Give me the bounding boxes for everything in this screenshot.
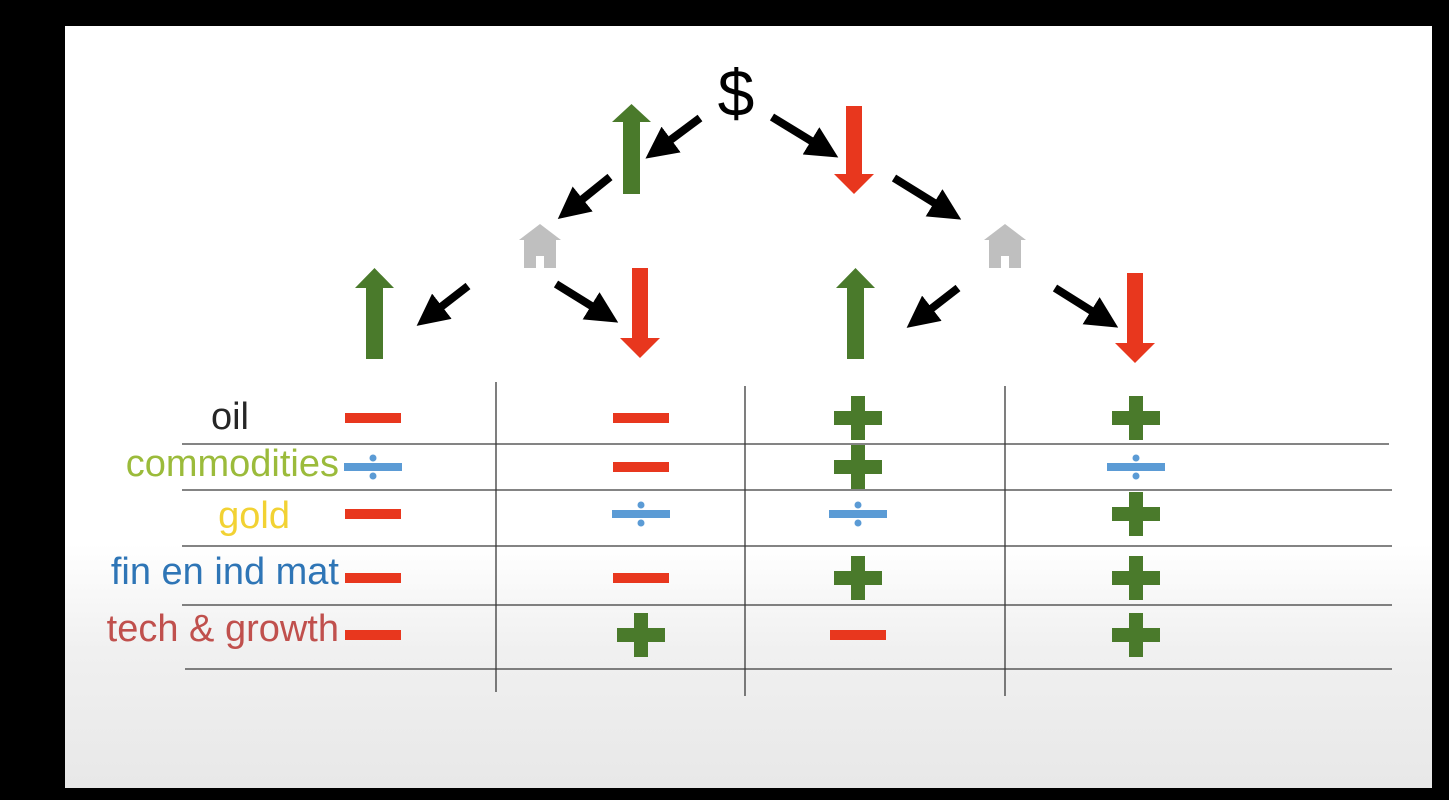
dollar-sign: $ <box>718 56 755 130</box>
plus-icon <box>1112 396 1160 440</box>
row-label-gold: gold <box>218 495 290 537</box>
minus-icon <box>345 573 401 583</box>
neutral-icon <box>829 501 887 527</box>
connector-arrows <box>416 113 1119 328</box>
minus-icon <box>345 630 401 640</box>
sign-cells <box>344 396 1165 657</box>
connector-arrow <box>769 113 839 158</box>
connector-arrow <box>645 114 703 159</box>
connector-arrow <box>557 173 613 220</box>
neutral-icon <box>344 454 402 480</box>
connector-arrow <box>416 282 471 326</box>
connector-arrow <box>1052 284 1119 328</box>
scenario-diagram: $ <box>182 56 1392 696</box>
neutral-icon <box>1107 454 1165 480</box>
table-grid <box>182 382 1392 696</box>
down-arrow-icon <box>1115 273 1155 363</box>
house-icon <box>984 224 1026 268</box>
plus-icon <box>834 445 882 489</box>
connector-arrow <box>906 284 961 328</box>
down-arrow-icon <box>834 106 874 194</box>
minus-icon <box>613 413 669 423</box>
minus-icon <box>613 462 669 472</box>
row-label-tech-growth: tech & growth <box>106 608 339 650</box>
row-label-fin-en-ind-mat: fin en ind mat <box>110 551 339 593</box>
connector-arrow <box>553 280 619 323</box>
minus-icon <box>613 573 669 583</box>
row-label-oil: oil <box>210 396 249 438</box>
minus-icon <box>345 413 401 423</box>
house-icon <box>519 224 561 268</box>
connector-arrow <box>891 174 962 220</box>
slide: $ <box>65 26 1432 788</box>
neutral-icon <box>612 501 670 527</box>
row-label-commodities: commodities <box>125 443 339 485</box>
up-arrow-icon <box>612 104 651 194</box>
up-arrow-icon <box>836 268 875 359</box>
plus-icon <box>834 556 882 600</box>
plus-icon <box>1112 556 1160 600</box>
minus-icon <box>830 630 886 640</box>
plus-icon <box>834 396 882 440</box>
down-arrow-icon <box>620 268 660 358</box>
up-arrow-icon <box>355 268 394 359</box>
plus-icon <box>1112 613 1160 657</box>
plus-icon <box>617 613 665 657</box>
minus-icon <box>345 509 401 519</box>
plus-icon <box>1112 492 1160 536</box>
